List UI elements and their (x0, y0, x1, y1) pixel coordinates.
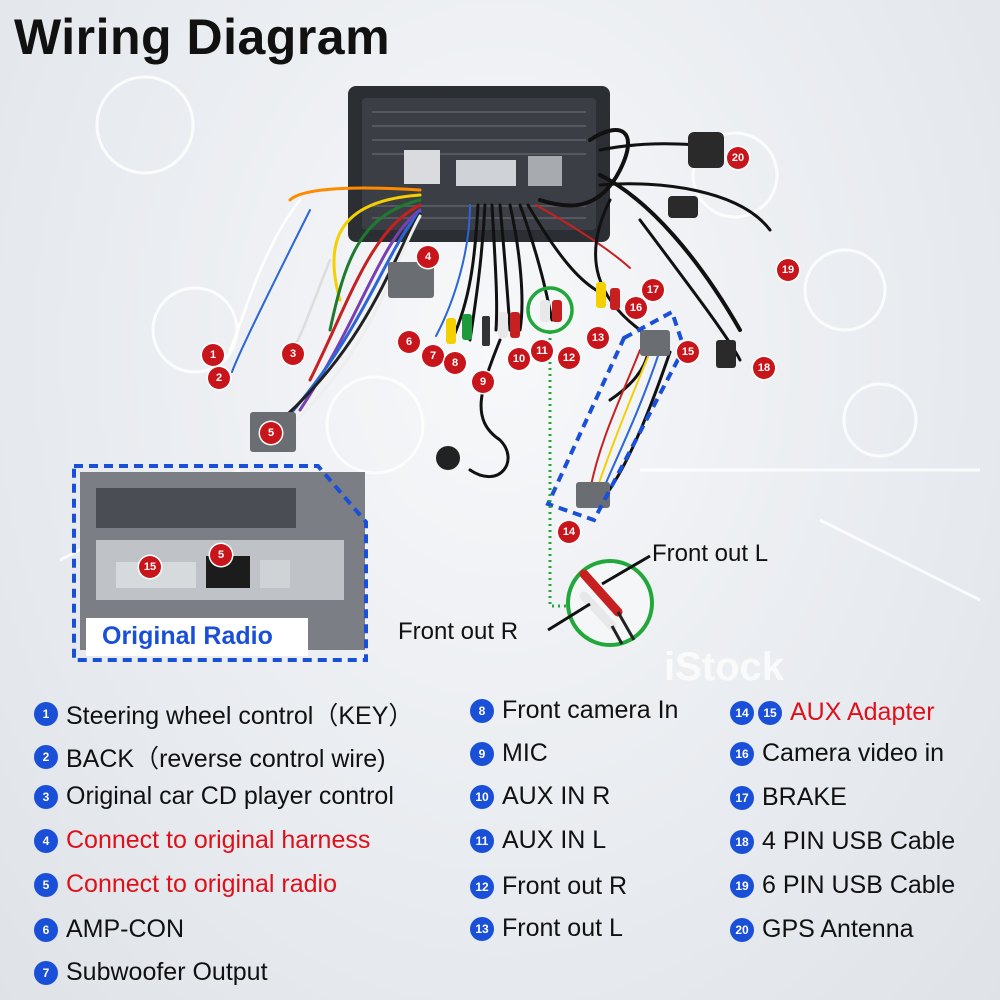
legend-item-2: 2 BACK（reverse control wire) (34, 739, 386, 775)
legend-number: 13 (470, 916, 494, 941)
legend-item-5: 5 Connect to original radio (34, 870, 337, 899)
badge-2: 2 (208, 367, 230, 389)
badge-10: 10 (508, 348, 530, 370)
legend-number: 2 (34, 745, 58, 769)
legend-item-13: 13 Front out L (470, 914, 623, 943)
callout-front-out-l: Front out L (652, 540, 769, 567)
page-title: Wiring Diagram (14, 9, 391, 65)
legend-number: 10 (470, 784, 494, 809)
watermark: iStock (664, 645, 785, 689)
legend-label: Original car CD player control (66, 782, 394, 810)
legend-number: 6 (34, 917, 58, 942)
legend-item-4: 4 Connect to original harness (34, 826, 370, 855)
legend-label: Steering wheel control（KEY） (66, 702, 414, 730)
legend-label: Camera video in (762, 739, 945, 767)
legend-label: 4 PIN USB Cable (762, 827, 956, 855)
badge-17: 17 (642, 279, 664, 301)
original-radio-label-bg (86, 618, 308, 656)
legend-item-12: 12 Front out R (470, 872, 627, 901)
legend-number: 11 (470, 828, 494, 853)
badge-19: 19 (777, 259, 799, 281)
legend-item-20: 20 GPS Antenna (730, 915, 914, 944)
badge-3: 3 (282, 343, 304, 365)
legend-label: AUX IN R (502, 782, 611, 810)
legend-item-7: 7 Subwoofer Output (34, 958, 268, 987)
legend-number: 8 (470, 698, 494, 723)
legend-label: 6 PIN USB Cable (762, 871, 956, 899)
badge-7: 7 (422, 345, 444, 367)
front-out-r-pointer (547, 602, 591, 632)
legend-number: 9 (470, 741, 494, 766)
legend-item-3: 3 Original car CD player control (34, 782, 394, 811)
badge-5: 5 (260, 422, 282, 444)
callout-front-out-r: Front out R (398, 618, 519, 645)
legend-item-8: 8 Front camera In (470, 696, 678, 725)
legend-item-11: 11 AUX IN L (470, 826, 606, 855)
photo-badge-5: 5 (210, 544, 232, 566)
front-out-plugs-zoom (579, 569, 636, 645)
badge-8: 8 (444, 352, 466, 374)
legend-label: BRAKE (762, 783, 847, 811)
legend-label: Subwoofer Output (66, 958, 268, 986)
legend-label: Connect to original radio (66, 870, 337, 898)
badge-12: 12 (558, 347, 580, 369)
legend-number: 16 (730, 741, 754, 766)
legend-label: GPS Antenna (762, 915, 914, 943)
legend-number: 17 (730, 785, 754, 810)
legend-label: AUX IN L (502, 826, 607, 854)
legend-number: 5 (34, 872, 58, 897)
legend-label: MIC (502, 739, 548, 767)
original-radio-label: Original Radio (102, 622, 273, 650)
legend-label: AUX Adapter (790, 698, 935, 726)
legend-number: 15 (758, 700, 782, 725)
badge-11: 11 (531, 340, 553, 362)
legend-item-6: 6 AMP-CON (34, 915, 184, 944)
legend-label: Connect to original harness (66, 826, 371, 854)
legend-item-18: 18 4 PIN USB Cable (730, 827, 955, 856)
legend-item-17: 17 BRAKE (730, 783, 847, 812)
legend-label: AMP-CON (66, 915, 185, 943)
legend-item-9: 9 MIC (470, 739, 548, 768)
legend-label: Front out L (502, 914, 623, 942)
legend-item-19: 19 6 PIN USB Cable (730, 871, 955, 900)
legend-number: 3 (34, 784, 58, 809)
legend-number: 18 (730, 829, 754, 854)
legend-item-14-15: 14 15 AUX Adapter (730, 698, 935, 727)
legend-number: 12 (470, 874, 494, 899)
head-unit (348, 86, 610, 242)
badge-20: 20 (727, 147, 749, 169)
legend-number: 14 (730, 700, 754, 725)
legend-number: 1 (34, 702, 58, 726)
legend-label: Front camera In (502, 696, 679, 724)
badge-15: 15 (677, 341, 699, 363)
badge-4: 4 (417, 246, 439, 268)
legend-item-10: 10 AUX IN R (470, 782, 610, 811)
legend-item-1: 1 Steering wheel control（KEY） (34, 696, 413, 732)
legend-number: 19 (730, 873, 754, 898)
badge-6: 6 (398, 331, 420, 353)
badge-14: 14 (558, 521, 580, 543)
front-out-l-pointer (601, 554, 651, 586)
badge-18: 18 (753, 357, 775, 379)
badge-16: 16 (625, 297, 647, 319)
badge-9: 9 (472, 371, 494, 393)
legend-number: 7 (34, 960, 58, 985)
legend-label: Front out R (502, 872, 628, 900)
aux-adapter-dashed-box (545, 309, 687, 523)
photo-badge-15: 15 (139, 556, 161, 578)
badge-13: 13 (587, 327, 609, 349)
badge-1: 1 (202, 344, 224, 366)
legend-item-16: 16 Camera video in (730, 739, 944, 768)
front-out-dotted-link (548, 332, 572, 608)
legend-number: 20 (730, 917, 754, 942)
legend-label: BACK（reverse control wire) (66, 745, 386, 773)
legend-number: 4 (34, 828, 58, 853)
connectors (250, 132, 736, 508)
original-radio-dashed-box (72, 464, 368, 662)
